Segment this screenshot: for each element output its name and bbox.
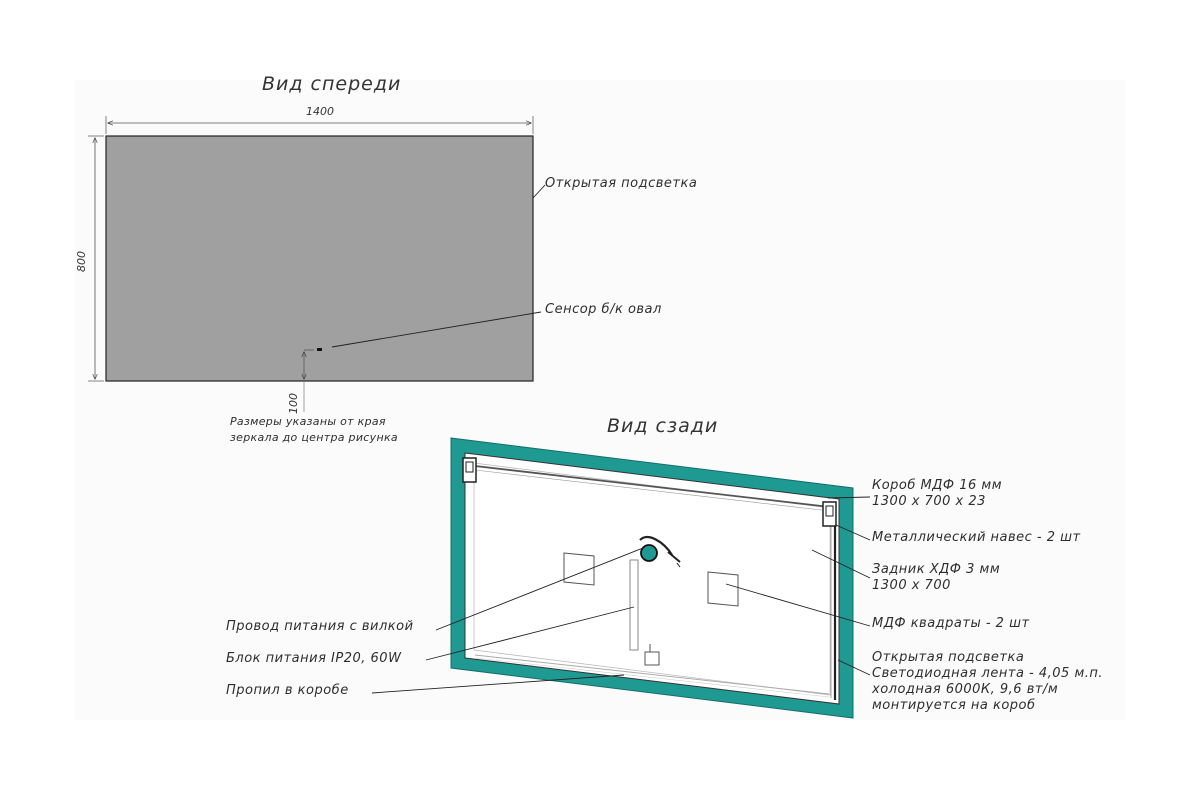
hanger-right [822, 501, 837, 527]
label-open-light: Открытая подсветка [545, 176, 698, 191]
leader-cutout [371, 674, 625, 694]
label-box-line-1: Короб МДФ 16 мм [872, 478, 1003, 493]
sensor-mark [317, 348, 322, 351]
power-cord [639, 536, 681, 568]
height-dimension-label: 800 [75, 251, 88, 272]
label-box-line-2: 1300 х 700 х 23 [872, 494, 986, 509]
label-back-panel-line-1: Задник ХДФ 3 мм [872, 562, 1001, 577]
front-view-title: Вид спереди [262, 73, 402, 95]
label-cutout: Пропил в коробе [226, 683, 349, 698]
leader-power-cord [435, 547, 644, 631]
sensor-offset-label: 100 [287, 393, 300, 414]
dimension-note-line-1: Размеры указаны от края [230, 415, 386, 428]
label-back-panel-line-2: 1300 х 700 [872, 578, 951, 593]
leader-squares [725, 583, 871, 627]
leader-open-light [532, 184, 546, 199]
front-mirror [105, 135, 534, 382]
label-led-line-1: Открытая подсветка [872, 650, 1025, 665]
hanger-left [462, 457, 477, 483]
label-led-line-2: Светодиодная лента - 4,05 м.п. [872, 666, 1104, 681]
label-power-cord: Провод питания с вилкой [226, 619, 414, 634]
mdf-square-right [707, 571, 739, 607]
top-rail [474, 465, 831, 508]
leader-sensor [331, 311, 542, 348]
power-unit [629, 559, 639, 651]
bottom-rail [474, 654, 830, 695]
label-led-line-3: холодная 6000К, 9,6 вт/м [872, 682, 1059, 697]
label-led-line-4: монтируется на короб [872, 698, 1036, 713]
back-view [371, 437, 871, 719]
label-sensor: Сенсор б/к овал [545, 302, 662, 317]
label-squares: МДФ квадраты - 2 шт [872, 616, 1030, 631]
leader-hanger [835, 524, 871, 541]
box-cutout [644, 644, 660, 666]
dimension-note-line-2: зеркала до центра рисунка [230, 431, 398, 444]
leader-back-panel [811, 549, 871, 579]
label-power-unit: Блок питания IP20, 60W [226, 651, 402, 666]
leader-box [827, 496, 871, 499]
label-hanger: Металлический навес - 2 шт [872, 530, 1081, 545]
leader-led [837, 659, 871, 676]
back-panel [464, 452, 840, 705]
leader-power-unit [425, 606, 635, 661]
mdf-square-left [563, 552, 595, 586]
width-dimension-label: 1400 [306, 105, 334, 118]
back-view-title: Вид сзади [607, 415, 719, 437]
front-view [88, 116, 546, 412]
